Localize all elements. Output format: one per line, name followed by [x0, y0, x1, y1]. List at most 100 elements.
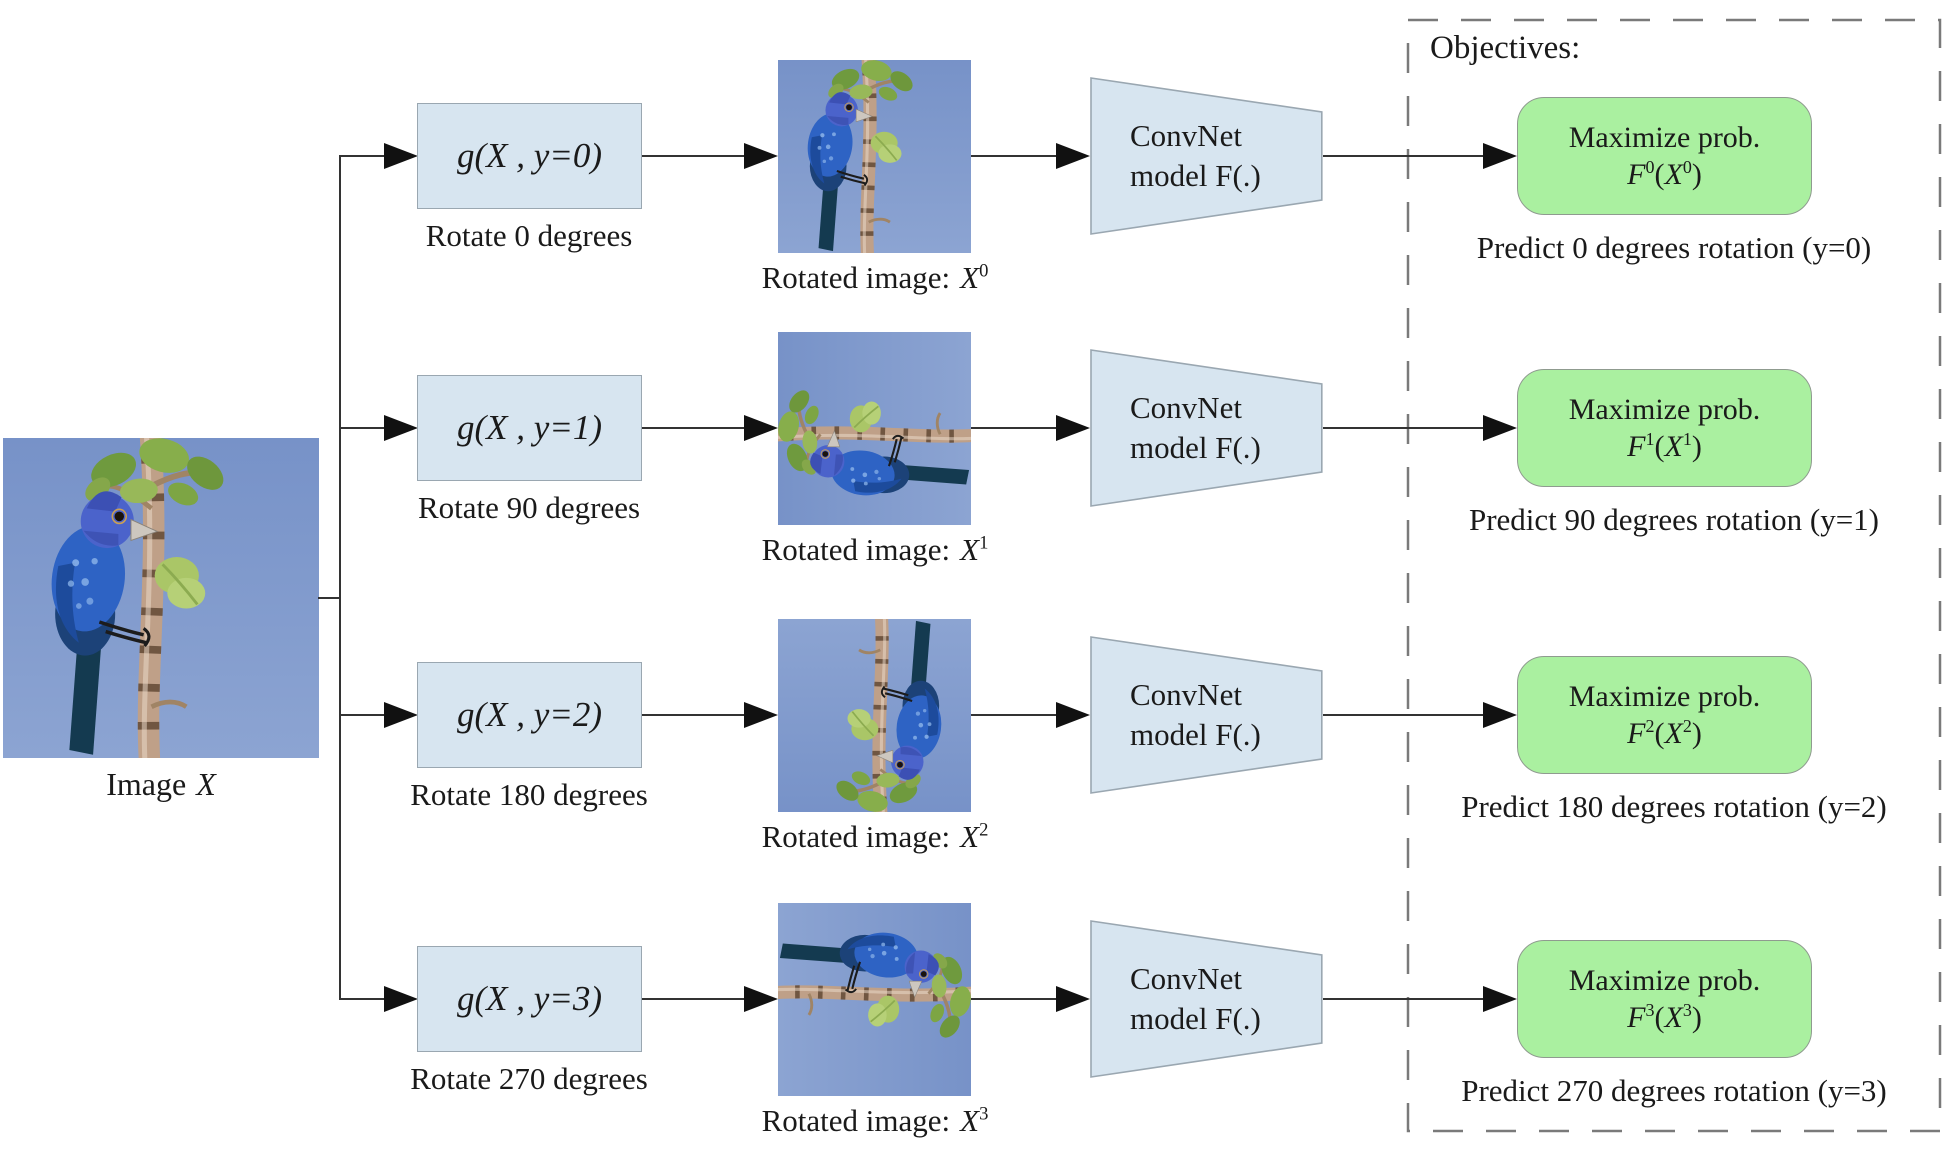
formula-close-paren: ) [1691, 430, 1702, 463]
convnet-model-y1: ConvNet model F(.) [1090, 349, 1323, 507]
arrow-head-icon [744, 702, 778, 728]
formula-x-sup: 1 [1682, 429, 1692, 449]
convnet-line2: model F(.) [1130, 717, 1261, 752]
predict-caption-y1: Predict 90 degrees rotation (y=1) [1468, 502, 1880, 537]
transform-label: g(X , y=3) [456, 979, 603, 1018]
convnet-label: ConvNet model F(.) [1090, 77, 1323, 235]
connector-line [340, 427, 384, 430]
arrow-head-icon [744, 986, 778, 1012]
predict-caption-y2: Predict 180 degrees rotation (y=2) [1461, 789, 1887, 824]
objective-box-y0: Maximize prob. F0(X0) [1517, 97, 1812, 215]
rotated-image-0 [778, 60, 971, 253]
formula-f-sup: 3 [1645, 1000, 1655, 1020]
bird-photo [778, 60, 971, 253]
formula-x: X [1664, 717, 1683, 750]
arrow-head-icon [1483, 986, 1517, 1012]
transform-label: g(X , y=2) [456, 695, 603, 734]
trapezoid-shape [1090, 636, 1323, 794]
transform-box-y0: g(X , y=0) [417, 103, 642, 209]
formula-f: F [1627, 1001, 1646, 1034]
convnet-line1: ConvNet [1130, 118, 1242, 154]
transform-label: g(X , y=0) [456, 136, 603, 175]
convnet-line2: model F(.) [1130, 430, 1261, 465]
rotated-caption-sup: 2 [979, 819, 989, 841]
rotated-caption-prefix: Rotated image: [761, 1103, 951, 1138]
connector-trunk [339, 155, 342, 1000]
rotated-image-2 [778, 619, 971, 812]
formula-f: F [1627, 717, 1646, 750]
arrow-head-icon [744, 143, 778, 169]
arrow-head-icon [384, 702, 418, 728]
connector-line [971, 155, 1056, 158]
rotated-caption-var: X [960, 819, 980, 854]
objective-line1: Maximize prob. [1568, 392, 1761, 426]
input-label-prefix: Image [106, 766, 187, 802]
connector-line [642, 714, 744, 717]
formula-f: F [1627, 158, 1646, 191]
trapezoid-shape [1090, 349, 1323, 507]
rotated-caption-prefix: Rotated image: [761, 819, 951, 854]
convnet-line1: ConvNet [1130, 961, 1242, 997]
convnet-label: ConvNet model F(.) [1090, 636, 1323, 794]
rotated-caption-sup: 1 [979, 532, 989, 554]
formula-x: X [1664, 158, 1683, 191]
transform-caption-y3: Rotate 270 degrees [410, 1061, 648, 1096]
connector-line [971, 714, 1056, 717]
rotated-caption-sup: 0 [979, 260, 989, 282]
objectives-dashed-frame [1406, 18, 1942, 1133]
formula-f-sup: 0 [1645, 157, 1655, 177]
input-label-var: X [196, 766, 216, 802]
rotated-image-1 [778, 332, 971, 525]
formula-x: X [1664, 1001, 1683, 1034]
convnet-label: ConvNet model F(.) [1090, 349, 1323, 507]
trapezoid-shape [1090, 920, 1323, 1078]
objective-formula: F3(X3) [1627, 999, 1702, 1037]
connector-line [971, 427, 1056, 430]
objective-box-y1: Maximize prob. F1(X1) [1517, 369, 1812, 487]
formula-x-sup: 0 [1682, 157, 1692, 177]
rotated-image-3 [778, 903, 971, 1096]
bird-photo [778, 619, 971, 812]
objective-line1: Maximize prob. [1568, 963, 1761, 997]
arrow-head-icon [744, 415, 778, 441]
formula-x-sup: 2 [1682, 716, 1692, 736]
transform-caption-y1: Rotate 90 degrees [417, 490, 641, 525]
bird-photo [778, 332, 971, 525]
objective-formula: F2(X2) [1627, 715, 1702, 753]
connector-line [340, 998, 384, 1001]
rotated-caption-prefix: Rotated image: [761, 260, 951, 295]
arrow-head-icon [384, 415, 418, 441]
connector-line [340, 155, 384, 158]
arrow-head-icon [1483, 415, 1517, 441]
input-image-bird [3, 438, 319, 758]
rotated-image-caption-3: Rotated image:X3 [714, 1103, 1036, 1139]
connector-line [340, 714, 384, 717]
transform-box-y2: g(X , y=2) [417, 662, 642, 768]
rotated-image-caption-1: Rotated image: X1 [714, 532, 1036, 568]
rotated-caption-var: X [960, 532, 980, 567]
predict-caption-y0: Predict 0 degrees rotation (y=0) [1476, 230, 1872, 265]
objectives-title: Objectives: [1430, 30, 1581, 66]
connector-line [971, 998, 1056, 1001]
rotated-caption-var: X [960, 1103, 980, 1138]
objective-formula: F1(X1) [1627, 428, 1702, 466]
connector-line [642, 427, 744, 430]
transform-box-y3: g(X , y=3) [417, 946, 642, 1052]
transform-box-y1: g(X , y=1) [417, 375, 642, 481]
rotated-caption-var: X [960, 260, 980, 295]
formula-open-paren: ( [1654, 158, 1665, 191]
convnet-model-y0: ConvNet model F(.) [1090, 77, 1323, 235]
convnet-line2: model F(.) [1130, 158, 1261, 193]
convnet-model-y2: ConvNet model F(.) [1090, 636, 1323, 794]
objective-box-y2: Maximize prob. F2(X2) [1517, 656, 1812, 774]
convnet-line1: ConvNet [1130, 677, 1242, 713]
arrow-head-icon [1056, 143, 1090, 169]
connector-line [1323, 155, 1483, 158]
connector-line [1323, 427, 1483, 430]
arrow-head-icon [1056, 986, 1090, 1012]
formula-f: F [1627, 430, 1646, 463]
rotated-caption-prefix: Rotated image: [761, 532, 951, 567]
arrow-head-icon [1056, 702, 1090, 728]
